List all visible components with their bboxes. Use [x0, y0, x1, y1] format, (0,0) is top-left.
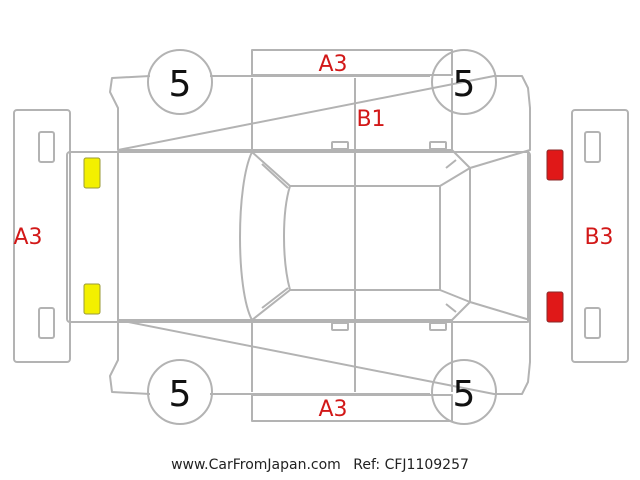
- rear-lamp-bottom: [546, 291, 564, 323]
- footer-site: www.CarFromJapan.com: [171, 457, 341, 473]
- top-side-panel: [251, 49, 453, 76]
- label-roof-area: B1: [356, 107, 385, 132]
- label-top-panel: A3: [318, 52, 347, 77]
- top-door-handle-1: [331, 141, 349, 150]
- front-lamp-bottom: [83, 283, 101, 315]
- label-right-panel: B3: [584, 225, 613, 250]
- rear-lamp-top: [546, 149, 564, 181]
- roof-pillar-line-2: [261, 287, 289, 309]
- wheel-front-right: [431, 49, 497, 115]
- top-view-body: [66, 151, 531, 323]
- bottom-side-panel: [251, 394, 453, 422]
- grade-rear-left: 5: [169, 374, 192, 415]
- label-bottom-panel: A3: [318, 397, 347, 422]
- right-end-tab-bottom: [584, 307, 601, 339]
- left-end-tab-top: [38, 131, 55, 163]
- rear-pillar-line-1: [445, 159, 457, 169]
- rear-pillar-line-2: [445, 303, 457, 313]
- top-door-handle-2: [429, 141, 447, 150]
- grade-front-right: 5: [453, 64, 476, 105]
- roof-pillar-line-1: [261, 163, 289, 189]
- grade-front-left: 5: [169, 64, 192, 105]
- left-end-panel: [13, 109, 71, 363]
- windshield-outline: [239, 151, 291, 321]
- wheel-front-left: [147, 49, 213, 115]
- front-lamp-top: [83, 157, 101, 189]
- bottom-door-handle-2: [429, 322, 447, 331]
- right-end-tab-top: [584, 131, 601, 163]
- roof-outline: [290, 185, 441, 291]
- bottom-door-handle-1: [331, 322, 349, 331]
- right-end-panel: [571, 109, 629, 363]
- footer-ref: Ref: CFJ1109257: [353, 457, 469, 473]
- wheel-rear-right: [431, 359, 497, 425]
- wheel-rear-left: [147, 359, 213, 425]
- rear-window-outline: [439, 167, 471, 303]
- left-end-tab-bottom: [38, 307, 55, 339]
- label-left-panel: A3: [13, 225, 42, 250]
- grade-rear-right: 5: [453, 374, 476, 415]
- footer-credit: www.CarFromJapan.com Ref: CFJ1109257: [0, 457, 640, 473]
